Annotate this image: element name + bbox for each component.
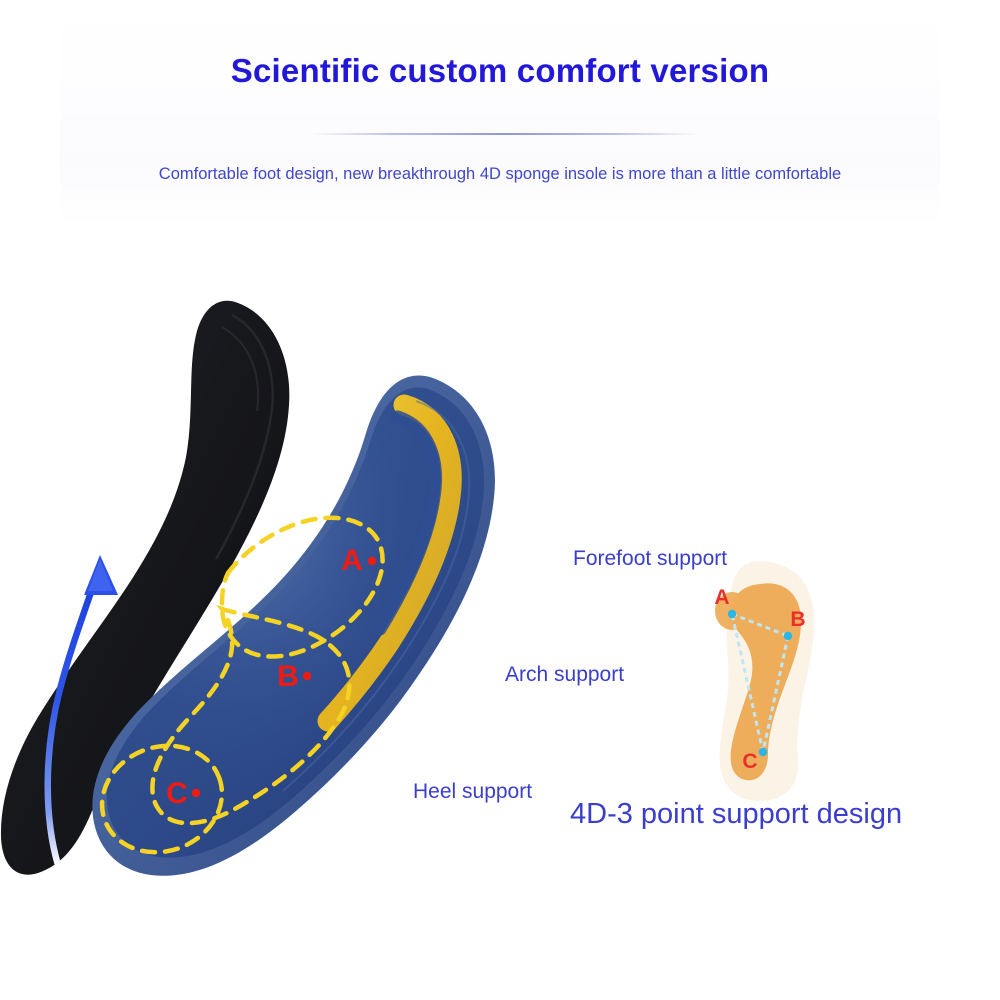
header-band	[60, 8, 940, 228]
zone-a-outline	[219, 515, 385, 659]
diagram-label-c: C	[742, 750, 757, 773]
product-photo-stage	[0, 265, 620, 885]
callout-label-heel: Heel support	[413, 780, 533, 803]
support-triangle	[730, 612, 790, 753]
blue-insole-graphic	[92, 375, 495, 876]
callout-label-arch: Arch support	[505, 663, 625, 686]
design-caption: 4D-3 point support design	[570, 798, 903, 830]
upward-arrow-icon	[44, 555, 118, 869]
title-divider	[310, 133, 700, 135]
footprint-shape	[730, 583, 802, 781]
page-title: Scientific custom comfort version	[230, 52, 770, 89]
zone-b-outline	[150, 604, 352, 826]
zone-c-outline	[99, 743, 225, 855]
page-subtitle: Comfortable foot design, new breakthroug…	[158, 165, 842, 183]
diagram-label-a: A	[714, 586, 729, 609]
point-b-dot	[783, 631, 793, 641]
black-insole-graphic	[0, 300, 290, 875]
diagram-label-b: B	[790, 608, 805, 631]
callout-label-forefoot: Forefoot support	[573, 547, 728, 570]
point-a-dot	[727, 609, 737, 619]
three-point-foot-diagram: A B C	[688, 556, 858, 806]
point-c-dot	[758, 747, 768, 757]
